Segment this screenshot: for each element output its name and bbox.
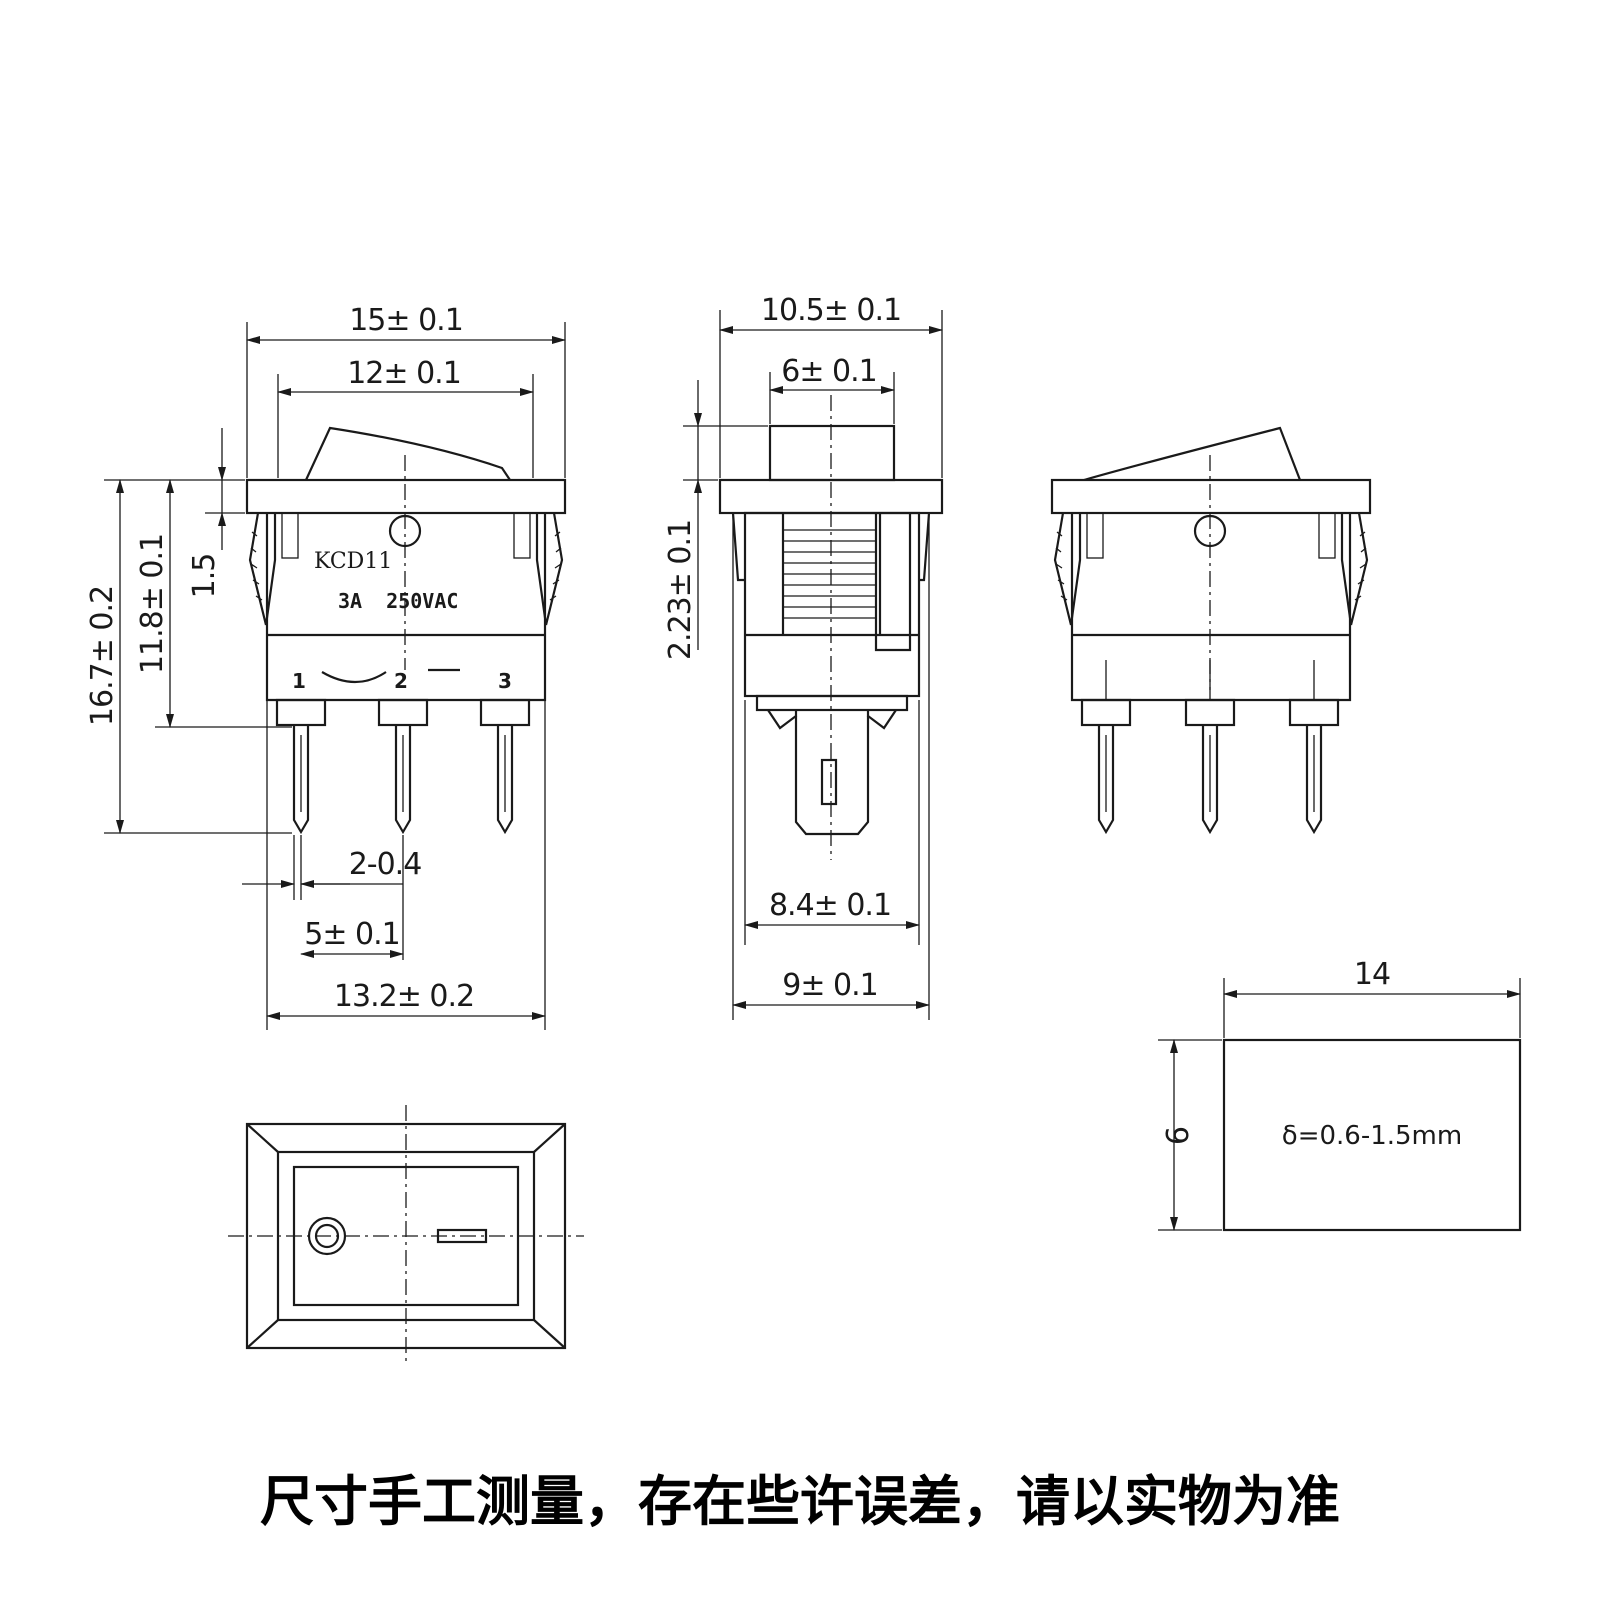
model-label: KCD11 — [314, 549, 392, 574]
dim-width-rocker: 12± 0.1 — [347, 356, 461, 391]
dim-height-total: 16.7± 0.2 — [85, 586, 120, 726]
rear-view — [1050, 426, 1372, 835]
rating-label: 3A 250VAC — [338, 589, 458, 613]
front-left-latch — [248, 512, 277, 626]
rear-flange — [1050, 478, 1372, 515]
dim-pin-pitch: 5± 0.1 — [304, 917, 399, 952]
measurement-note: 尺寸手工测量，存在些许误差，请以实物为准 — [260, 1470, 1340, 1533]
dim-pin-width: 2-0.4 — [349, 847, 422, 882]
dim-height-body: 11.8± 0.1 — [135, 534, 170, 674]
side-terminal — [794, 716, 870, 836]
dim-width-outer: 15± 0.1 — [349, 303, 463, 338]
pin-number-3: 3 — [498, 669, 512, 693]
dim-width-base: 13.2± 0.2 — [334, 979, 474, 1014]
front-flange — [245, 478, 567, 515]
dim-cutout-width: 14 — [1354, 957, 1390, 992]
pin-2 — [394, 725, 412, 835]
rear-rocker — [1083, 426, 1302, 482]
side-rocker — [768, 424, 896, 482]
top-view — [228, 1105, 584, 1366]
dim-side-width-body: 9± 0.1 — [782, 968, 877, 1003]
front-rocker — [305, 426, 511, 481]
cutout-thickness-label: δ=0.6-1.5mm — [1282, 1121, 1462, 1151]
pin-number-2: 2 — [394, 669, 408, 693]
dim-side-width-top: 10.5± 0.1 — [761, 293, 901, 328]
panel-cutout: 14 9 δ=0.6-1.5mm — [1158, 957, 1522, 1232]
front-right-latch — [535, 512, 564, 626]
cutout-rectangle — [1222, 1038, 1522, 1232]
dim-offset-top: 1.5 — [187, 554, 222, 599]
rear-body — [1070, 513, 1352, 702]
side-ribs — [783, 529, 876, 619]
dim-side-width-inner: 8.4± 0.1 — [769, 888, 891, 923]
pin-3 — [496, 725, 514, 835]
dim-side-height-rocker: 2.23± 0.1 — [663, 520, 698, 660]
pin-1 — [292, 725, 310, 835]
dim-cutout-height: 9 — [1158, 1126, 1193, 1144]
pin-number-1: 1 — [292, 669, 306, 693]
dim-side-width-rocker: 6± 0.1 — [781, 354, 876, 389]
front-view: KCD11 3A 250VAC 1 2 3 15± 0.1 12± 0.1 16… — [85, 303, 567, 1030]
side-view: 10.5± 0.1 6± 0.1 2.23± 0.1 8.4± 0.1 9± 0… — [663, 293, 944, 1020]
